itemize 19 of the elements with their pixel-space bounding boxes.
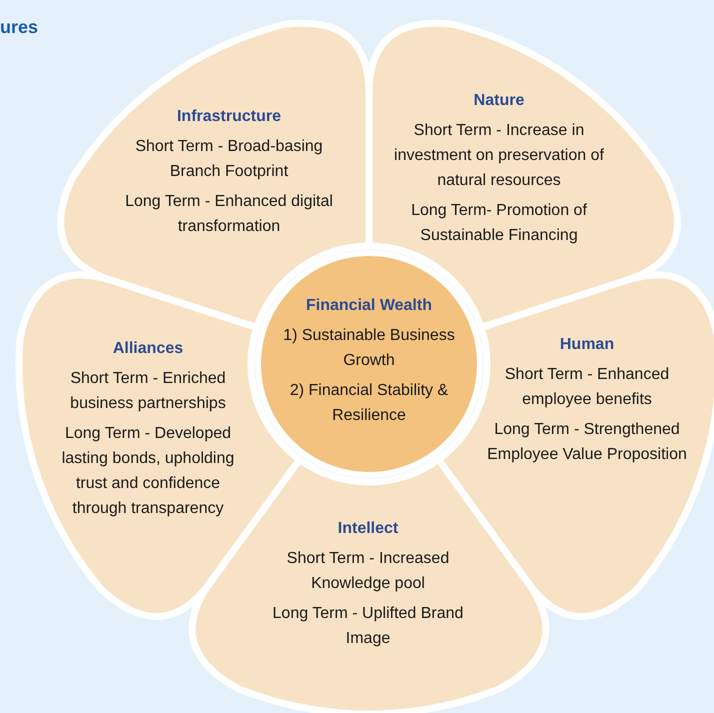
petal-text: Short Term - Enriched business partnerships [69,369,227,414]
petal-text: Long Term - Strengthened Employee Value Proposition [487,420,687,465]
petal-text: Short Term - Increase in investment on preservation of natural resources [393,121,605,191]
petal-heading: Alliances [112,339,184,359]
petal-heading: Human [558,335,616,355]
petal-text: 2) Financial Stability & Resilience [288,381,450,426]
petal-text: Long Term - Developed lasting bonds, upholding trust and confidence through transparency [60,424,236,519]
petal-heading: Financial Wealth [306,296,432,316]
petal-heading: Nature [472,91,526,111]
petal-text: Long Term - Uplifted Brand Image [272,604,464,649]
petal-text: Short Term - Broad-basing Branch Footprint [134,137,324,182]
petal-text: Long Term- Promotion of Sustainable Financing [410,201,588,246]
petal-text: Long Term - Enhanced digital transformation [124,192,334,237]
petal-text: 1) Sustainable Business Growth [282,326,456,371]
petal-text: Short Term - Enhanced employee benefits [504,365,670,410]
petal-heading: Intellect [336,519,400,539]
heading: ures [0,16,38,38]
petal-heading: Infrastructure [176,107,282,127]
petal-text: Short Term - Increased Knowledge pool [286,549,450,594]
